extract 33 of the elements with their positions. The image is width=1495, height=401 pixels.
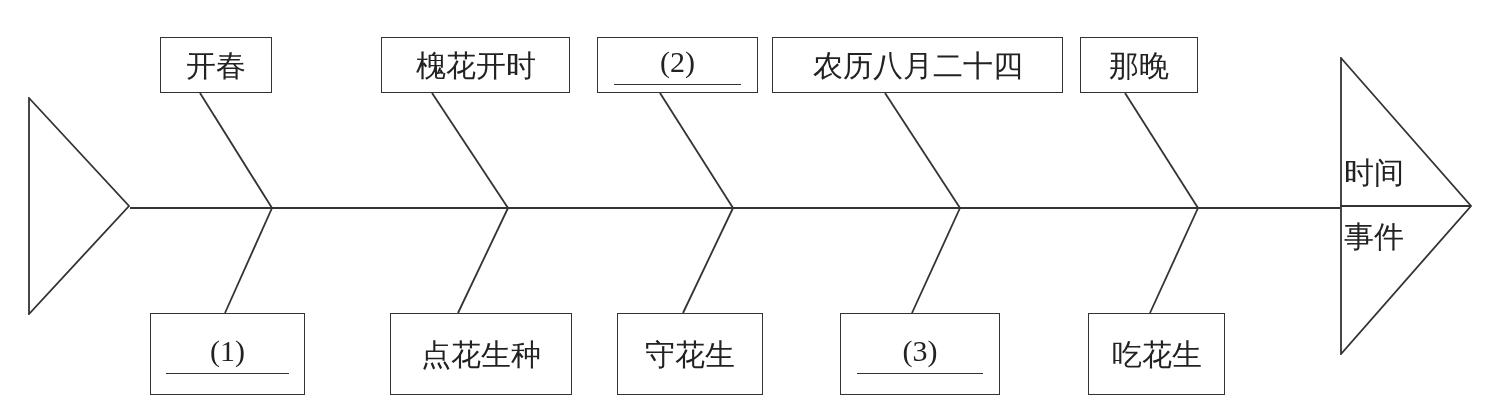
box-label: 农历八月二十四 — [812, 48, 1023, 82]
bone-line — [431, 92, 509, 209]
label-box — [772, 37, 1063, 93]
label-box — [1088, 313, 1225, 395]
box-label: 那晚 — [1109, 48, 1169, 82]
label-box — [381, 37, 570, 93]
box-label: 吃花生 — [1111, 337, 1202, 371]
bone-line — [199, 92, 273, 209]
bone-line — [224, 207, 273, 314]
blank-number: (3) — [902, 334, 938, 367]
event-label: 事件 — [1344, 220, 1404, 253]
bone-line — [457, 207, 509, 314]
box-label: 守花生 — [645, 337, 735, 371]
answer-box — [840, 313, 1000, 395]
bone-line — [911, 207, 961, 314]
bone-line — [1124, 92, 1199, 209]
label-box — [160, 37, 272, 93]
label-box — [617, 313, 763, 395]
answer-box — [150, 313, 305, 395]
box-label: 点花生种 — [421, 337, 541, 371]
box-label: 槐花开时 — [415, 48, 536, 82]
bone-line — [884, 92, 961, 209]
label-box — [1080, 37, 1198, 93]
spine-line — [129, 207, 1341, 209]
box-label: 开春 — [186, 48, 246, 82]
bone-line — [1149, 207, 1199, 314]
answer-box — [597, 37, 758, 93]
time-label: 时间 — [1344, 156, 1404, 189]
bone-line — [659, 92, 734, 209]
bone-line — [682, 207, 734, 314]
blank-number: (2) — [660, 45, 695, 78]
label-box — [390, 313, 572, 395]
blank-number: (1) — [210, 334, 245, 367]
